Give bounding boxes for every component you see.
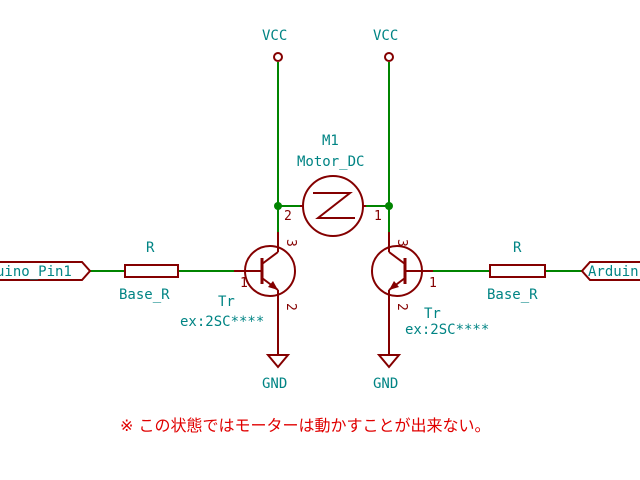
right-transistor-value: ex:2SC**** [405,322,489,338]
left-emitter-arrow [268,281,278,290]
right-transistor-ref: Tr [424,306,441,322]
vcc-symbol-right: VCC [373,28,398,62]
gnd-right-label: GND [373,376,398,392]
motor-pin-1-label: 1 [374,209,382,224]
wires [90,62,582,272]
left-transistor-value: ex:2SC**** [180,314,264,330]
left-transistor-pin-collector: 3 [283,239,298,247]
motor-value-label: Motor_DC [297,154,364,170]
right-transistor-pin-collector: 3 [394,239,409,247]
right-resistor-value: Base_R [487,287,538,303]
note-text: ※ この状態ではモーターは動かすことが出来ない。 [120,416,491,435]
left-transistor-pin-base: 1 [240,276,248,291]
left-transistor-pin-emitter: 2 [283,303,298,311]
right-emitter-arrow [389,281,399,290]
left-input-label: uino_Pin1 [0,261,92,281]
gnd-symbol-right: GND [373,354,402,392]
right-transistor-pin-base: 1 [429,276,437,291]
right-transistor-pin-emitter: 2 [394,303,409,311]
vcc-left-label: VCC [262,28,287,44]
motor-m1: M1 Motor_DC 2 1 [284,133,382,237]
motor-pin-2-label: 2 [284,209,292,224]
right-resistor-ref: R [513,240,522,256]
junction-dot-right [385,202,393,210]
left-transistor-ref: Tr [218,294,235,310]
vcc-right-label: VCC [373,28,398,44]
right-transistor: 1 3 2 Tr ex:2SC**** [371,232,489,355]
gnd-left-label: GND [262,376,287,392]
left-resistor-value: Base_R [119,287,170,303]
right-resistor: R Base_R [487,240,546,303]
motor-ref-label: M1 [322,133,339,149]
vcc-symbol-left: VCC [262,28,287,62]
right-input-label: Arduin [580,261,640,281]
junction-dot-left [274,202,282,210]
left-transistor: 1 3 2 Tr ex:2SC**** [180,232,298,355]
left-input-text: uino_Pin1 [0,264,72,280]
right-input-text: Arduin [588,264,639,280]
left-resistor: R Base_R [119,240,179,303]
left-resistor-ref: R [146,240,155,256]
gnd-symbol-left: GND [262,354,291,392]
